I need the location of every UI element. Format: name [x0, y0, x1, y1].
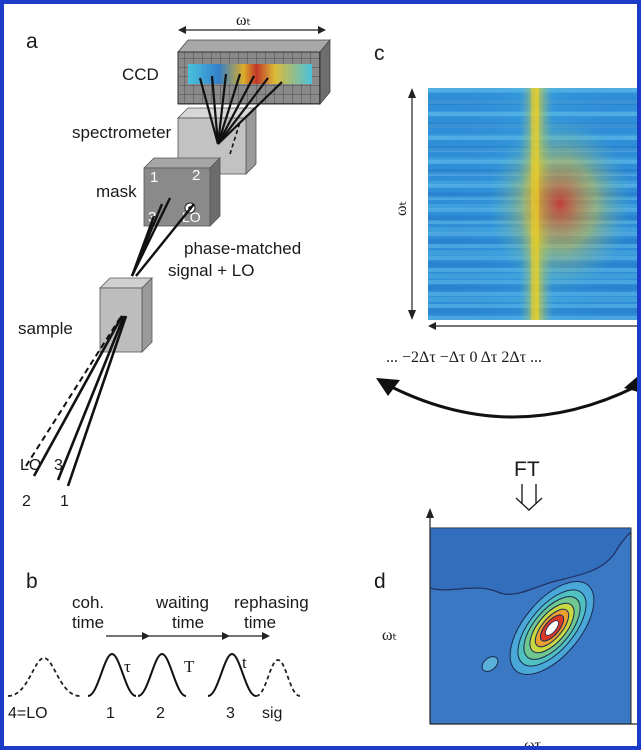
arrow-left-icon: [428, 322, 436, 330]
pulse-sig-label: sig: [262, 705, 282, 722]
ccd-spectrum-stripe: [188, 64, 312, 84]
arrow-right-icon: [262, 632, 270, 640]
omega-t-label-a: ωₜ: [236, 12, 251, 29]
interferogram-heatmap: [428, 88, 637, 320]
input-2-label: 2: [22, 493, 31, 510]
mask-label: mask: [96, 182, 137, 201]
2d-spectrum: [429, 527, 632, 725]
pulse-3-label: 3: [226, 705, 235, 722]
arrow-up-icon: [426, 508, 434, 518]
rephasing-time-header-2: time: [244, 613, 276, 632]
delay-t-label: t: [242, 653, 247, 672]
signal-lo-label: signal + LO: [168, 261, 254, 280]
pulse-1-label: 1: [106, 705, 115, 722]
pulse-2-label: 2: [156, 705, 165, 722]
signal-pulse-shape: [255, 659, 301, 697]
waiting-time-header-1: waiting: [155, 593, 209, 612]
rephasing-time-header-1: rephasing: [234, 593, 309, 612]
pulse-3-shape: [207, 652, 257, 697]
pulse-2-shape: [137, 652, 187, 697]
panel-label-a: a: [26, 30, 38, 53]
pulse-lo-label: 4=LO: [8, 705, 48, 722]
figure-canvas: a ωₜ CCD spectrometer: [7, 12, 637, 750]
arrow-up-icon: [408, 88, 416, 98]
mask-box: [143, 157, 221, 227]
double-arrow-down-icon: [515, 484, 543, 511]
ft-transform: FT: [376, 376, 637, 511]
sample-label: sample: [18, 319, 73, 338]
panel-b: b coh. time waiting time rephasing time …: [7, 570, 309, 722]
arrow-right-icon: [142, 632, 150, 640]
input-1-label: 1: [60, 493, 69, 510]
arrow-down-icon: [408, 310, 416, 320]
panel-d: d ωₜ ωτ: [374, 508, 637, 750]
x-label-d: ωτ: [524, 737, 542, 750]
arrow-left-icon: [178, 26, 186, 34]
curved-arrow-left-icon: [376, 378, 400, 396]
phase-matched-label: phase-matched: [184, 239, 301, 258]
input-beams: [32, 315, 128, 487]
pulse-1-shape: [87, 652, 137, 697]
spectrometer-label: spectrometer: [72, 123, 172, 142]
input-lo-label: LO: [20, 457, 41, 474]
zero-delay-column: [531, 88, 539, 320]
panel-label-c: c: [374, 42, 385, 65]
y-label-c: ωₜ: [393, 201, 410, 216]
dispersed-beams: [198, 73, 283, 145]
coh-time-header-1: coh.: [72, 593, 104, 612]
input-3-label: 3: [54, 457, 63, 474]
curved-arrow-right-icon: [624, 376, 637, 392]
mask-hole-3-label: 3: [148, 209, 156, 226]
panel-label-d: d: [374, 570, 386, 593]
panel-a: a ωₜ CCD spectrometer: [18, 12, 331, 510]
ccd-detector: [177, 38, 331, 106]
y-label-d: ωₜ: [382, 627, 397, 644]
waiting-time-header-2: time: [172, 613, 204, 632]
minor-peak: [481, 656, 499, 672]
delay-T-label: T: [184, 657, 195, 676]
arrow-right-icon: [318, 26, 326, 34]
ccd-label: CCD: [122, 65, 159, 84]
lo-beam-upper: [229, 121, 241, 155]
arrow-right-icon: [222, 632, 230, 640]
ft-curve: [381, 380, 637, 419]
lo-pulse-shape: [7, 657, 81, 697]
panel-label-b: b: [26, 570, 38, 593]
coh-time-header-2: time: [72, 613, 104, 632]
mask-hole-2-label: 2: [192, 167, 200, 184]
forward-beams: [130, 197, 195, 277]
ft-label: FT: [514, 458, 540, 481]
panel-c: c ωₜ ... −2Δτ −Δτ 0 Δτ 2Δτ ...: [374, 42, 637, 366]
delay-tau-label: τ: [124, 657, 131, 676]
x-ticks-c: ... −2Δτ −Δτ 0 Δτ 2Δτ ...: [386, 349, 542, 366]
mask-hole-1-label: 1: [150, 169, 158, 186]
